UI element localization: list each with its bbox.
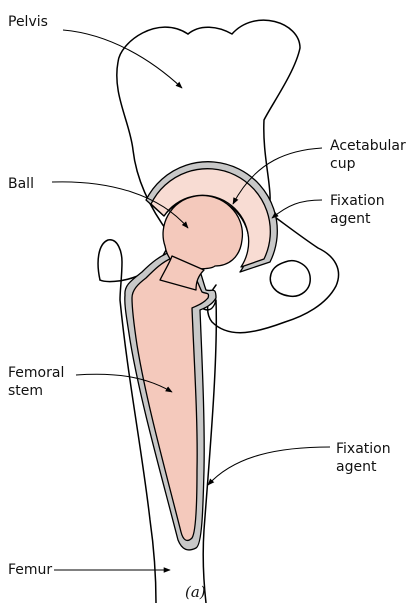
fixation-agent-top-label-line2: agent (330, 211, 371, 227)
acetabular-cup-label-line1: Acetabular (330, 138, 406, 154)
pelvis-label: Pelvis (8, 14, 48, 30)
pelvis-leader (63, 30, 182, 88)
fixation-agent-top-label-line1: Fixation (330, 193, 385, 209)
obturator-foramen (270, 261, 310, 297)
figure-caption: (a) (185, 583, 206, 601)
fixation-agent-bottom-leader (208, 447, 330, 485)
acetabular-cup-label-line2: cup (330, 156, 356, 172)
fixation-agent-top-leader (272, 200, 322, 218)
femur-label: Femur (8, 562, 52, 578)
fixation-agent-bottom-label-line2: agent (336, 459, 377, 475)
ball-label: Ball (8, 176, 34, 192)
femoral-stem-label-line2: stem (8, 383, 43, 399)
femoral-stem-label-line1: Femoral (8, 365, 64, 381)
fixation-agent-bottom-label-line1: Fixation (336, 441, 391, 457)
